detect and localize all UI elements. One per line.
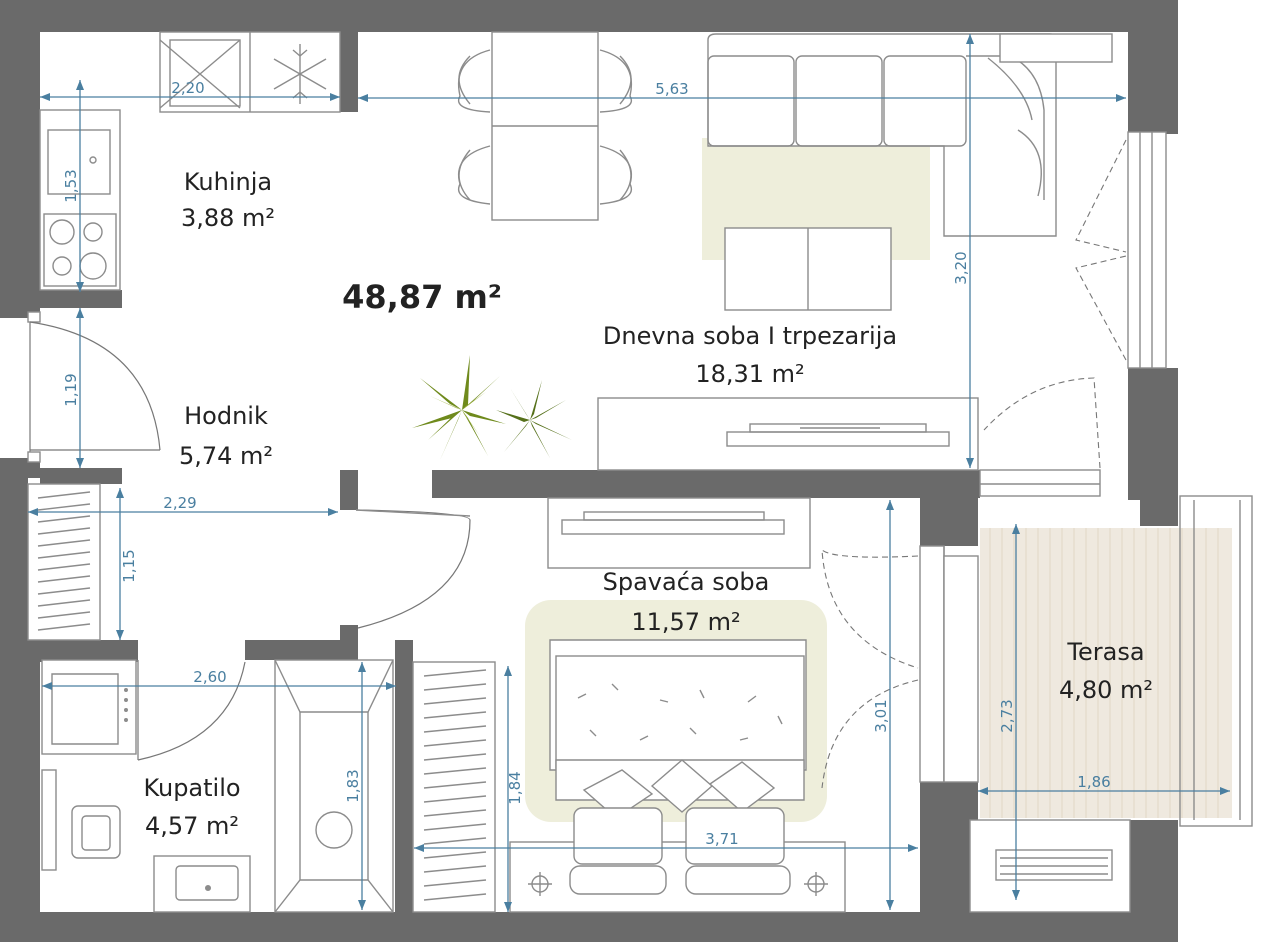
tv-unit-bedroom bbox=[547, 497, 811, 569]
dim-bedroom-depth: 3,01 bbox=[872, 699, 890, 732]
room-label-bedroom: Spavaća soba bbox=[603, 568, 770, 596]
room-label-terrace: Terasa bbox=[1066, 638, 1144, 666]
bed bbox=[509, 639, 846, 913]
room-label-kitchen: Kuhinja bbox=[184, 168, 272, 196]
dimension-lines bbox=[28, 34, 1230, 912]
dim-living-width: 5,63 bbox=[655, 80, 688, 98]
room-label-bathroom: Kupatilo bbox=[143, 774, 240, 802]
kitchen-upper-units bbox=[159, 31, 341, 113]
ottoman bbox=[724, 227, 892, 311]
toilet bbox=[41, 769, 121, 871]
terrace-floor bbox=[980, 528, 1232, 818]
dim-closet-depth: 1,15 bbox=[120, 549, 138, 582]
dim-kitchen-width: 2,20 bbox=[171, 79, 204, 97]
dim-wardrobe-depth: 1,84 bbox=[506, 771, 524, 804]
bedroom-wardrobe bbox=[412, 661, 496, 913]
room-area-terrace: 4,80 m² bbox=[1059, 676, 1153, 704]
living-window bbox=[1075, 131, 1167, 369]
hall-closet bbox=[27, 483, 101, 641]
room-area-bathroom: 4,57 m² bbox=[145, 812, 239, 840]
terrace-railing bbox=[969, 495, 1253, 913]
dim-bedroom-width: 3,71 bbox=[705, 830, 738, 848]
bedside-lamp-right-icon bbox=[804, 872, 828, 896]
bedroom-terrace-door bbox=[821, 545, 979, 789]
bed-pillows bbox=[569, 759, 791, 895]
dim-living-depth: 3,20 bbox=[952, 251, 970, 284]
shower bbox=[274, 659, 394, 913]
bedside-lamp-left-icon bbox=[528, 872, 552, 896]
bathroom-door bbox=[137, 660, 246, 761]
dim-shower-depth: 1,83 bbox=[344, 769, 362, 802]
snowflake-icon bbox=[273, 44, 327, 104]
dim-hall-entry: 1,19 bbox=[62, 373, 80, 406]
room-area-hall: 5,74 m² bbox=[179, 442, 273, 470]
dim-closet-width: 2,29 bbox=[163, 494, 196, 512]
room-area-bedroom: 11,57 m² bbox=[631, 608, 740, 636]
dim-kitchen-depth: 1,53 bbox=[62, 169, 80, 202]
bathtub bbox=[41, 659, 137, 755]
bedroom-door bbox=[355, 509, 471, 629]
living-balcony-door bbox=[979, 377, 1101, 497]
dining-table bbox=[491, 31, 599, 221]
dining-chairs bbox=[458, 49, 632, 205]
tv-unit-living bbox=[597, 397, 979, 471]
dim-bath-width: 2,60 bbox=[193, 668, 226, 686]
entry-door bbox=[27, 311, 161, 463]
dim-terrace-width: 1,86 bbox=[1077, 773, 1110, 791]
sofa bbox=[707, 33, 1113, 237]
room-label-living: Dnevna soba I trpezarija bbox=[603, 322, 897, 350]
plant-large bbox=[412, 355, 506, 460]
plant-small bbox=[496, 380, 572, 458]
total-area: 48,87 m² bbox=[342, 278, 502, 316]
room-area-kitchen: 3,88 m² bbox=[181, 204, 275, 232]
room-area-living: 18,31 m² bbox=[695, 360, 804, 388]
bathroom-sink bbox=[153, 855, 251, 913]
dim-terrace-depth: 2,73 bbox=[998, 699, 1016, 732]
room-label-hall: Hodnik bbox=[184, 402, 268, 430]
walls bbox=[0, 0, 1178, 942]
